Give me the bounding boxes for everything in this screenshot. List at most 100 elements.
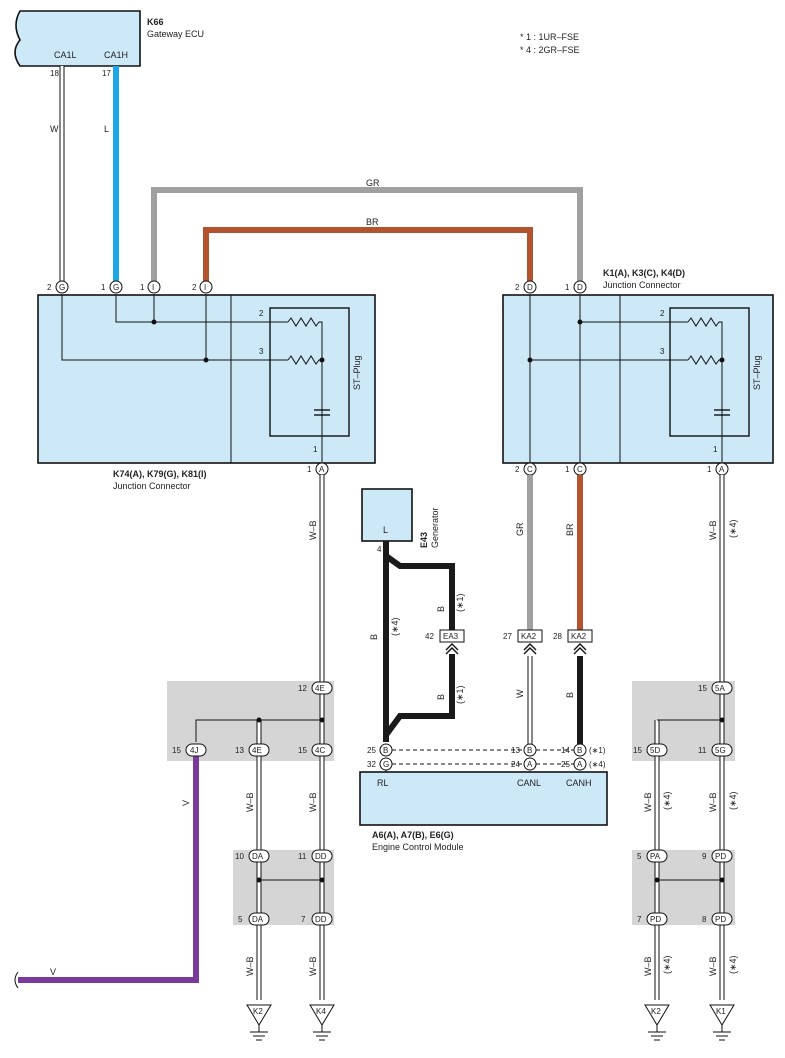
splice-panel-left-lower	[233, 850, 334, 925]
svg-text:7: 7	[301, 915, 306, 924]
svg-text:25: 25	[561, 760, 570, 769]
svg-text:1: 1	[565, 283, 570, 292]
svg-text:15: 15	[633, 746, 642, 755]
svg-text:2: 2	[515, 283, 520, 292]
svg-text:A: A	[319, 465, 325, 474]
svg-text:PA: PA	[650, 852, 661, 861]
svg-text:(∗1): (∗1)	[589, 746, 606, 755]
svg-text:15: 15	[698, 684, 707, 693]
generator: L E43 Generator 4	[361, 488, 440, 554]
gateway-ecu: K66 Gateway ECU CA1L CA1H 18 17	[14, 10, 204, 78]
svg-text:5D: 5D	[650, 746, 660, 755]
svg-text:DA: DA	[252, 915, 264, 924]
res-right-label-3: 3	[660, 347, 665, 356]
legend: * 1 : 1UR–FSE * 4 : 2GR–FSE	[520, 32, 580, 55]
gateway-pin-no-17: 17	[102, 69, 111, 78]
svg-text:(∗4): (∗4)	[728, 791, 738, 810]
svg-text:(∗4): (∗4)	[662, 791, 672, 810]
gateway-ecu-box	[14, 10, 141, 67]
svg-text:D: D	[577, 283, 583, 292]
ecm-rl: RL	[377, 778, 389, 788]
svg-text:7: 7	[637, 915, 642, 924]
svg-text:(∗4): (∗4)	[728, 955, 738, 974]
svg-text:D: D	[527, 283, 533, 292]
svg-text:13: 13	[511, 746, 520, 755]
generator-name: Generator	[430, 507, 440, 548]
ground-k4: K4	[309, 1004, 335, 1041]
jc-right-title: K1(A), K3(C), K4(D)	[603, 268, 685, 278]
svg-text:DD: DD	[315, 852, 327, 861]
ecm-canl: CANL	[517, 778, 541, 788]
ground-k2-right: K2	[644, 1004, 670, 1041]
gateway-pin-ca1l: CA1L	[54, 50, 77, 60]
svg-text:15: 15	[298, 746, 307, 755]
svg-text:K1: K1	[716, 1007, 726, 1016]
gateway-name: Gateway ECU	[147, 29, 204, 39]
svg-text:KA2: KA2	[571, 632, 587, 641]
wire-br-top	[203, 227, 533, 283]
resistor-right-1	[687, 317, 723, 462]
svg-text:25: 25	[367, 746, 376, 755]
wire-b-ea3-upper	[384, 553, 455, 630]
res-left-label-2: 2	[259, 309, 264, 318]
svg-text:W–B: W–B	[308, 956, 318, 976]
svg-text:KA2: KA2	[521, 632, 537, 641]
svg-text:1: 1	[307, 465, 312, 474]
generator-pin-l: L	[383, 525, 388, 535]
res-left-label-3: 3	[259, 347, 264, 356]
ecm-subtitle: Engine Control Module	[372, 842, 464, 852]
svg-text:A: A	[719, 465, 725, 474]
resistor-right-2	[687, 355, 722, 365]
cap-left-label: 1	[313, 445, 318, 454]
legend-item-2: * 4 : 2GR–FSE	[520, 45, 580, 55]
svg-text:42: 42	[425, 632, 434, 641]
svg-text:1: 1	[140, 283, 145, 292]
svg-text:I: I	[152, 283, 154, 292]
svg-text:(∗4): (∗4)	[728, 519, 738, 538]
svg-text:(∗4): (∗4)	[390, 617, 400, 636]
generator-code: E43	[419, 532, 429, 548]
svg-text:K2: K2	[651, 1007, 661, 1016]
svg-text:V: V	[181, 800, 191, 806]
jc-left-top-pins: G2 G1 I1 I2	[47, 280, 213, 294]
wire-label-w: W	[50, 124, 59, 134]
svg-text:DD: DD	[315, 915, 327, 924]
ecm-title: A6(A), A7(B), E6(G)	[372, 830, 454, 840]
svg-text:A: A	[577, 760, 583, 769]
svg-text:14: 14	[561, 746, 570, 755]
connector-ka2-27: KA2 27	[503, 629, 543, 655]
svg-text:(∗1): (∗1)	[455, 685, 465, 704]
wire-gr-top	[151, 187, 583, 283]
svg-text:C: C	[577, 465, 583, 474]
svg-text:W–B: W–B	[708, 956, 718, 976]
svg-text:9: 9	[702, 852, 707, 861]
svg-text:1: 1	[565, 465, 570, 474]
wire-v	[18, 755, 199, 983]
svg-text:G: G	[113, 283, 119, 292]
svg-text:11: 11	[298, 852, 307, 861]
svg-text:I: I	[204, 283, 206, 292]
svg-text:5A: 5A	[715, 684, 725, 693]
generator-pin-no: 4	[377, 545, 382, 554]
svg-text:PD: PD	[650, 915, 661, 924]
svg-text:5: 5	[238, 915, 243, 924]
svg-text:K2: K2	[253, 1007, 263, 1016]
engine-control-module: RL CANL CANH A6(A), A7(B), E6(G) Engine …	[359, 771, 608, 852]
svg-text:B: B	[565, 692, 575, 698]
svg-text:W–B: W–B	[708, 520, 718, 540]
svg-text:G: G	[59, 283, 65, 292]
jc-left-bottom-pin: A1	[307, 462, 329, 476]
svg-text:4E: 4E	[252, 746, 262, 755]
stplug-right-label: ST–Plug	[752, 355, 762, 390]
connector-ka2-28: KA2 28	[553, 629, 593, 655]
connector-ea3: EA3 42	[425, 629, 465, 655]
svg-text:PD: PD	[715, 852, 726, 861]
svg-text:EA3: EA3	[443, 632, 459, 641]
junction-connector-right: ST–Plug 2 3 1 K1(A), K3(C), K4(D) Juncti…	[502, 268, 774, 464]
svg-text:(∗1): (∗1)	[455, 593, 465, 612]
ground-k2-left: K2	[246, 1004, 272, 1041]
svg-text:12: 12	[298, 684, 307, 693]
svg-text:W–B: W–B	[643, 792, 653, 812]
svg-text:(∗4): (∗4)	[589, 760, 606, 769]
